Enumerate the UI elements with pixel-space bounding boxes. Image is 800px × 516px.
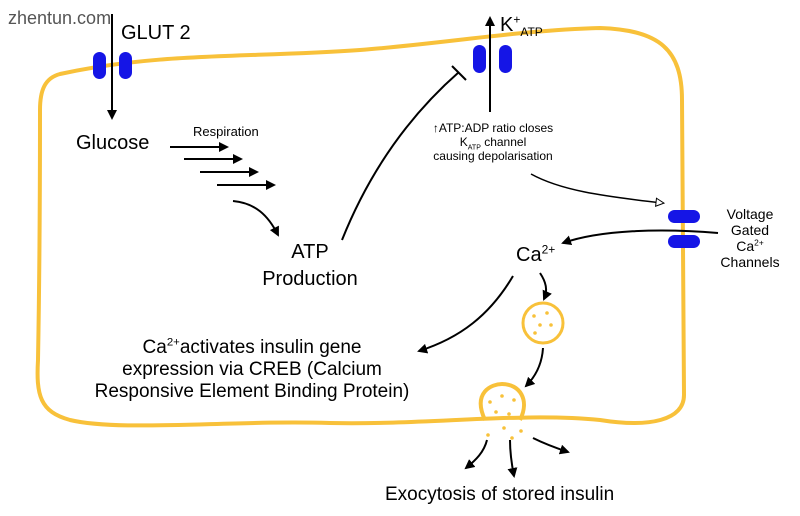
fusing-vesicle: [478, 381, 526, 440]
creb-line1: Ca2+activates insulin gene: [60, 337, 444, 359]
ratio-sub: ATP: [467, 144, 481, 152]
ratio-line2: KATP channel: [418, 134, 568, 152]
creb-line3: Responsive Element Binding Protein): [94, 380, 410, 402]
ratio-line1: ↑ATP:ADP ratio closes: [418, 121, 568, 136]
depolarisation-arrow: [530, 173, 663, 203]
creb-sup: 2+: [166, 336, 180, 349]
insulin-vesicle: [521, 301, 565, 345]
vg-line1: Voltage: [726, 206, 774, 222]
vg-line3: Ca2+: [710, 238, 790, 254]
ratio-text: ↑ATP:ADP ratio closes KATP channel causi…: [418, 121, 568, 163]
atp-line1: ATP: [291, 241, 329, 263]
katp-channel: [473, 45, 512, 73]
respiration-label: Respiration: [193, 124, 259, 139]
exocytosis-arrows: [464, 437, 570, 478]
creb-ca: Ca: [142, 337, 167, 358]
ca-to-creb-arrow: [417, 275, 514, 354]
glucose-label: Glucose: [76, 132, 150, 154]
voltage-gated-ca-channel: [668, 210, 700, 248]
ratio-line3: causing depolarisation: [433, 148, 553, 163]
ca-influx-arrow: [561, 229, 719, 246]
vesicle-to-membrane-arrow: [524, 347, 544, 388]
ratio-line2-rest: channel: [480, 134, 527, 149]
ratio-k: K: [459, 134, 468, 149]
up-arrow-icon: ↑: [432, 121, 439, 135]
ca-sup: 2+: [541, 242, 556, 257]
respiration-arrows: [170, 142, 276, 190]
glut2-label: GLUT 2: [121, 22, 191, 44]
vg-line4: Channels: [720, 254, 780, 271]
atp-line2: Production: [262, 268, 358, 290]
vg-ca: Ca: [736, 238, 755, 255]
ratio-line1-text: ATP:ADP ratio closes: [438, 121, 554, 135]
katp-k: K: [500, 14, 514, 36]
atp-inhibition-line: [341, 71, 460, 241]
cell-membrane: [35, 25, 687, 428]
glut2-channel: [93, 52, 132, 79]
vg-line2: Gated: [730, 222, 770, 239]
voltage-gated-label: Voltage Gated Ca2+ Channels: [710, 206, 790, 270]
ca-text: Ca: [516, 244, 542, 266]
katp-sup: +: [513, 12, 521, 27]
watermark: zhentun.com: [8, 8, 112, 28]
inhibition-bar: [451, 65, 467, 81]
vg-sup: 2+: [754, 237, 764, 248]
atp-production-label: ATP Production: [254, 241, 366, 291]
katp-label: K+ATP: [500, 12, 543, 39]
exocytosis-label: Exocytosis of stored insulin: [385, 484, 615, 505]
katp-sub: ATP: [520, 25, 543, 39]
creb-line2: expression via CREB (Calcium: [122, 358, 382, 380]
ca-to-vesicle-arrow: [539, 272, 552, 301]
creb-line1-rest: activates insulin gene: [179, 337, 362, 358]
ca-label: Ca2+: [516, 242, 556, 267]
creb-text: Ca2+activates insulin gene expression vi…: [60, 337, 444, 403]
to-atp-arrow: [232, 200, 279, 237]
